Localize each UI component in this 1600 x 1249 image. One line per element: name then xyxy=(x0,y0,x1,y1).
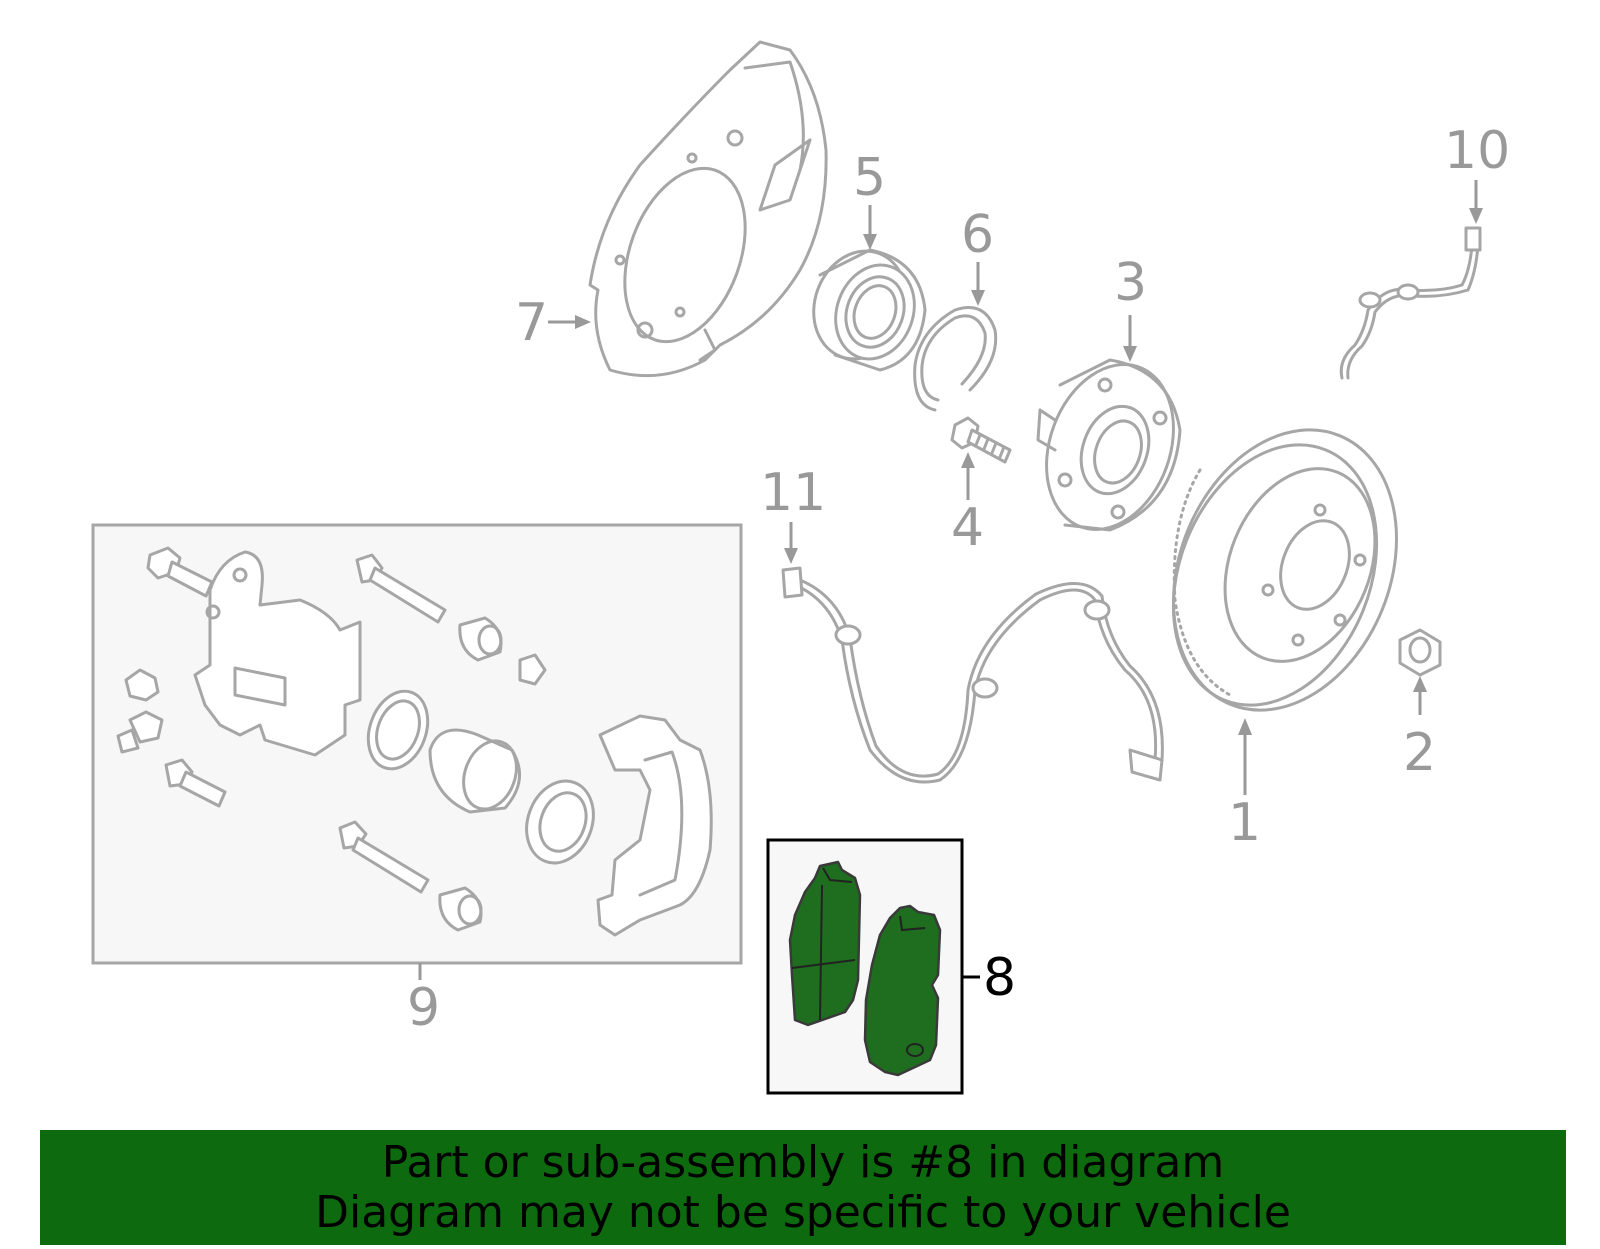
abs-sensor-upper-part[interactable] xyxy=(1339,226,1482,380)
callout-4: 4 xyxy=(951,498,984,558)
info-banner: Part or sub-assembly is #8 in diagram Di… xyxy=(40,1130,1566,1245)
banner-line-1: Part or sub-assembly is #8 in diagram xyxy=(381,1136,1225,1188)
snap-ring-part[interactable] xyxy=(913,306,998,412)
callout-10: 10 xyxy=(1444,121,1510,181)
leader-lines xyxy=(418,180,1483,980)
brake-pads-box[interactable] xyxy=(766,838,964,1095)
callout-2: 2 xyxy=(1403,723,1436,783)
callout-11: 11 xyxy=(760,463,826,523)
abs-sensor-lower-part[interactable] xyxy=(781,566,1164,784)
callout-8: 8 xyxy=(983,948,1016,1008)
brake-rotor-part[interactable] xyxy=(1133,396,1436,744)
callout-1: 1 xyxy=(1228,793,1261,853)
hub-bolt-part[interactable] xyxy=(950,416,1012,464)
callout-9: 9 xyxy=(407,978,440,1038)
callout-6: 6 xyxy=(961,205,994,265)
dust-shield-part[interactable] xyxy=(588,40,828,378)
brake-pad-right[interactable] xyxy=(863,904,942,1077)
wheel-hub-part[interactable] xyxy=(1025,347,1196,548)
wheel-bearing-part[interactable] xyxy=(799,238,927,372)
callout-7: 7 xyxy=(515,293,548,353)
brake-pad-left[interactable] xyxy=(788,860,862,1027)
callout-5: 5 xyxy=(853,148,886,208)
lug-nut-part[interactable] xyxy=(1398,628,1442,677)
caliper-assembly-part[interactable] xyxy=(91,523,743,965)
callout-3: 3 xyxy=(1114,253,1147,313)
banner-line-2: Diagram may not be specific to your vehi… xyxy=(315,1186,1291,1238)
